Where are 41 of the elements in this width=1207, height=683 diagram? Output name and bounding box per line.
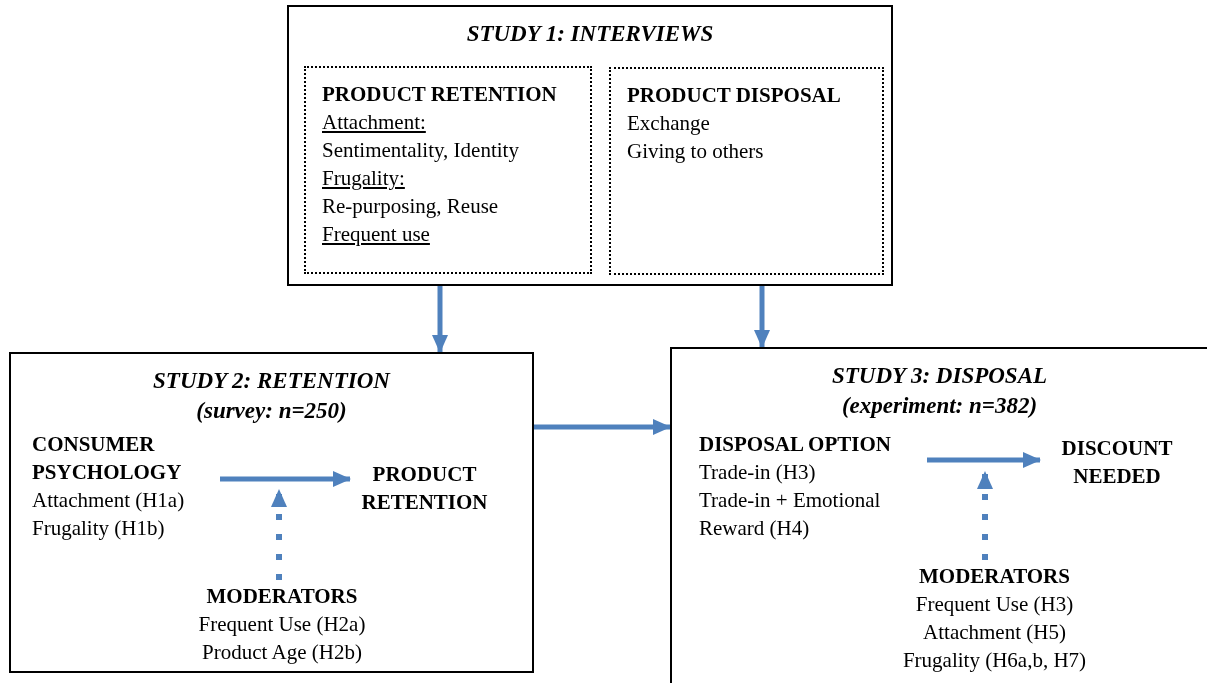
factor-heading: DISPOSAL OPTION xyxy=(699,431,892,458)
dotted-arrow xyxy=(271,489,287,580)
category-box xyxy=(609,67,884,275)
study-title: (experiment: n=382) xyxy=(840,392,1039,420)
study-title: STUDY 3: DISPOSAL xyxy=(830,362,1049,390)
factor-item: Frugality (H1b) xyxy=(32,515,166,542)
moderator-item: Product Age (H2b) xyxy=(201,639,363,666)
category-item: Frequent use xyxy=(322,221,431,248)
arrow xyxy=(220,471,351,487)
factor-item: Attachment (H1a) xyxy=(32,487,186,514)
study-title: STUDY 1: INTERVIEWS xyxy=(465,20,715,48)
arrow xyxy=(754,286,770,348)
moderator-heading: MODERATORS xyxy=(918,563,1071,590)
arrow xyxy=(927,452,1041,468)
category-item: Re-purposing, Reuse xyxy=(322,193,500,220)
category-heading: PRODUCT RETENTION xyxy=(322,81,558,108)
study-title: (survey: n=250) xyxy=(195,397,348,425)
moderator-heading: MODERATORS xyxy=(205,583,359,610)
study-box xyxy=(287,5,893,286)
category-item: Sentimentality, Identity xyxy=(322,137,520,164)
arrow xyxy=(432,286,448,353)
moderator-item: Frequent Use (H3) xyxy=(914,591,1075,618)
category-item: Frugality: xyxy=(322,165,406,192)
study-title: STUDY 2: RETENTION xyxy=(152,367,392,395)
dotted-arrow xyxy=(977,471,993,560)
moderator-item: Frequent Use (H2a) xyxy=(197,611,367,638)
moderator-item: Attachment (H5) xyxy=(922,619,1067,646)
study-box xyxy=(670,347,1207,683)
arrow xyxy=(534,419,671,435)
factor-heading: CONSUMER PSYCHOLOGY xyxy=(32,431,183,486)
outcome-heading: DISCOUNT NEEDED xyxy=(1060,435,1174,490)
study-box xyxy=(9,352,534,673)
category-box xyxy=(304,66,592,274)
category-item: Giving to others xyxy=(627,138,765,165)
category-item: Attachment: xyxy=(322,109,427,136)
factor-item: Trade-in + Emotional Reward (H4) xyxy=(699,487,882,542)
category-item: Exchange xyxy=(627,110,711,137)
category-heading: PRODUCT DISPOSAL xyxy=(627,82,842,109)
outcome-heading: PRODUCT RETENTION xyxy=(360,461,489,516)
moderator-item: Frugality (H6a,b, H7) xyxy=(901,647,1088,674)
factor-item: Trade-in (H3) xyxy=(699,459,817,486)
